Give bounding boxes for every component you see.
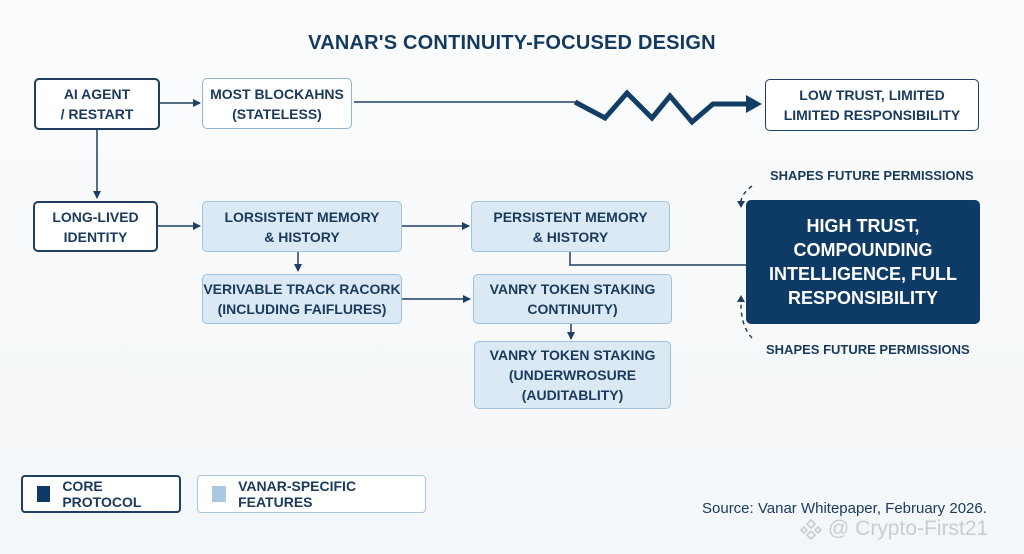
node-verifiable-track-record: VERIVABLE TRACK RACORK (INCLUDING FAIFLU… [202, 274, 402, 324]
source-caption: Source: Vanar Whitepaper, February 2026. [702, 500, 987, 517]
legend-swatch-core [37, 486, 51, 502]
node-low-trust: LOW TRUST, LIMITED LIMITED RESPONSIBILIT… [765, 79, 979, 131]
node-lorsistent-memory: LORSISTENT MEMORY & HISTORY [202, 201, 402, 252]
dashed-arrow-top [740, 185, 753, 205]
zigzag-arrow [573, 89, 748, 126]
legend-swatch-features [212, 486, 227, 502]
node-high-trust: HIGH TRUST, COMPOUNDING INTELLIGENCE, FU… [746, 200, 980, 324]
watermark-text: @ Crypto-First21 [828, 517, 989, 540]
diagram-title: VANAR'S CONTINUITY-FOCUSED DESIGN [308, 32, 716, 54]
line-persistent-to-high-trust [569, 252, 746, 266]
node-persistent-memory: PERSISTENT MEMORY & HISTORY [471, 201, 670, 252]
node-vanry-staking-continuity: VANRY TOKEN STAKING CONTINUITY) [473, 274, 672, 324]
node-ai-agent: AI AGENT / RESTART [34, 78, 160, 130]
legend-core-protocol: CORE PROTOCOL [21, 475, 181, 513]
node-long-lived-identity: LONG-LIVED IDENTITY [33, 201, 158, 252]
watermark-logo-icon [800, 518, 822, 540]
legend-label-core: CORE PROTOCOL [62, 478, 142, 510]
annotation-shapes-permissions-top: SHAPES FUTURE PERMISSIONS [770, 168, 974, 183]
node-vanry-staking-auditability: VANRY TOKEN STAKING (UNDERWROSURE (AUDIT… [474, 341, 671, 409]
legend-vanar-features: VANAR-SPECIFIC FEATURES [197, 475, 426, 513]
node-most-blockchains: MOST BLOCKAHNS (STATELESS) [202, 78, 352, 129]
zigzag-arrowhead [746, 95, 762, 113]
annotation-shapes-permissions-bottom: SHAPES FUTURE PERMISSIONS [766, 342, 970, 357]
dashed-arrow-bottom [740, 299, 753, 339]
watermark: @ Crypto-First21 [800, 517, 988, 541]
legend-label-features: VANAR-SPECIFIC FEATURES [238, 478, 357, 510]
